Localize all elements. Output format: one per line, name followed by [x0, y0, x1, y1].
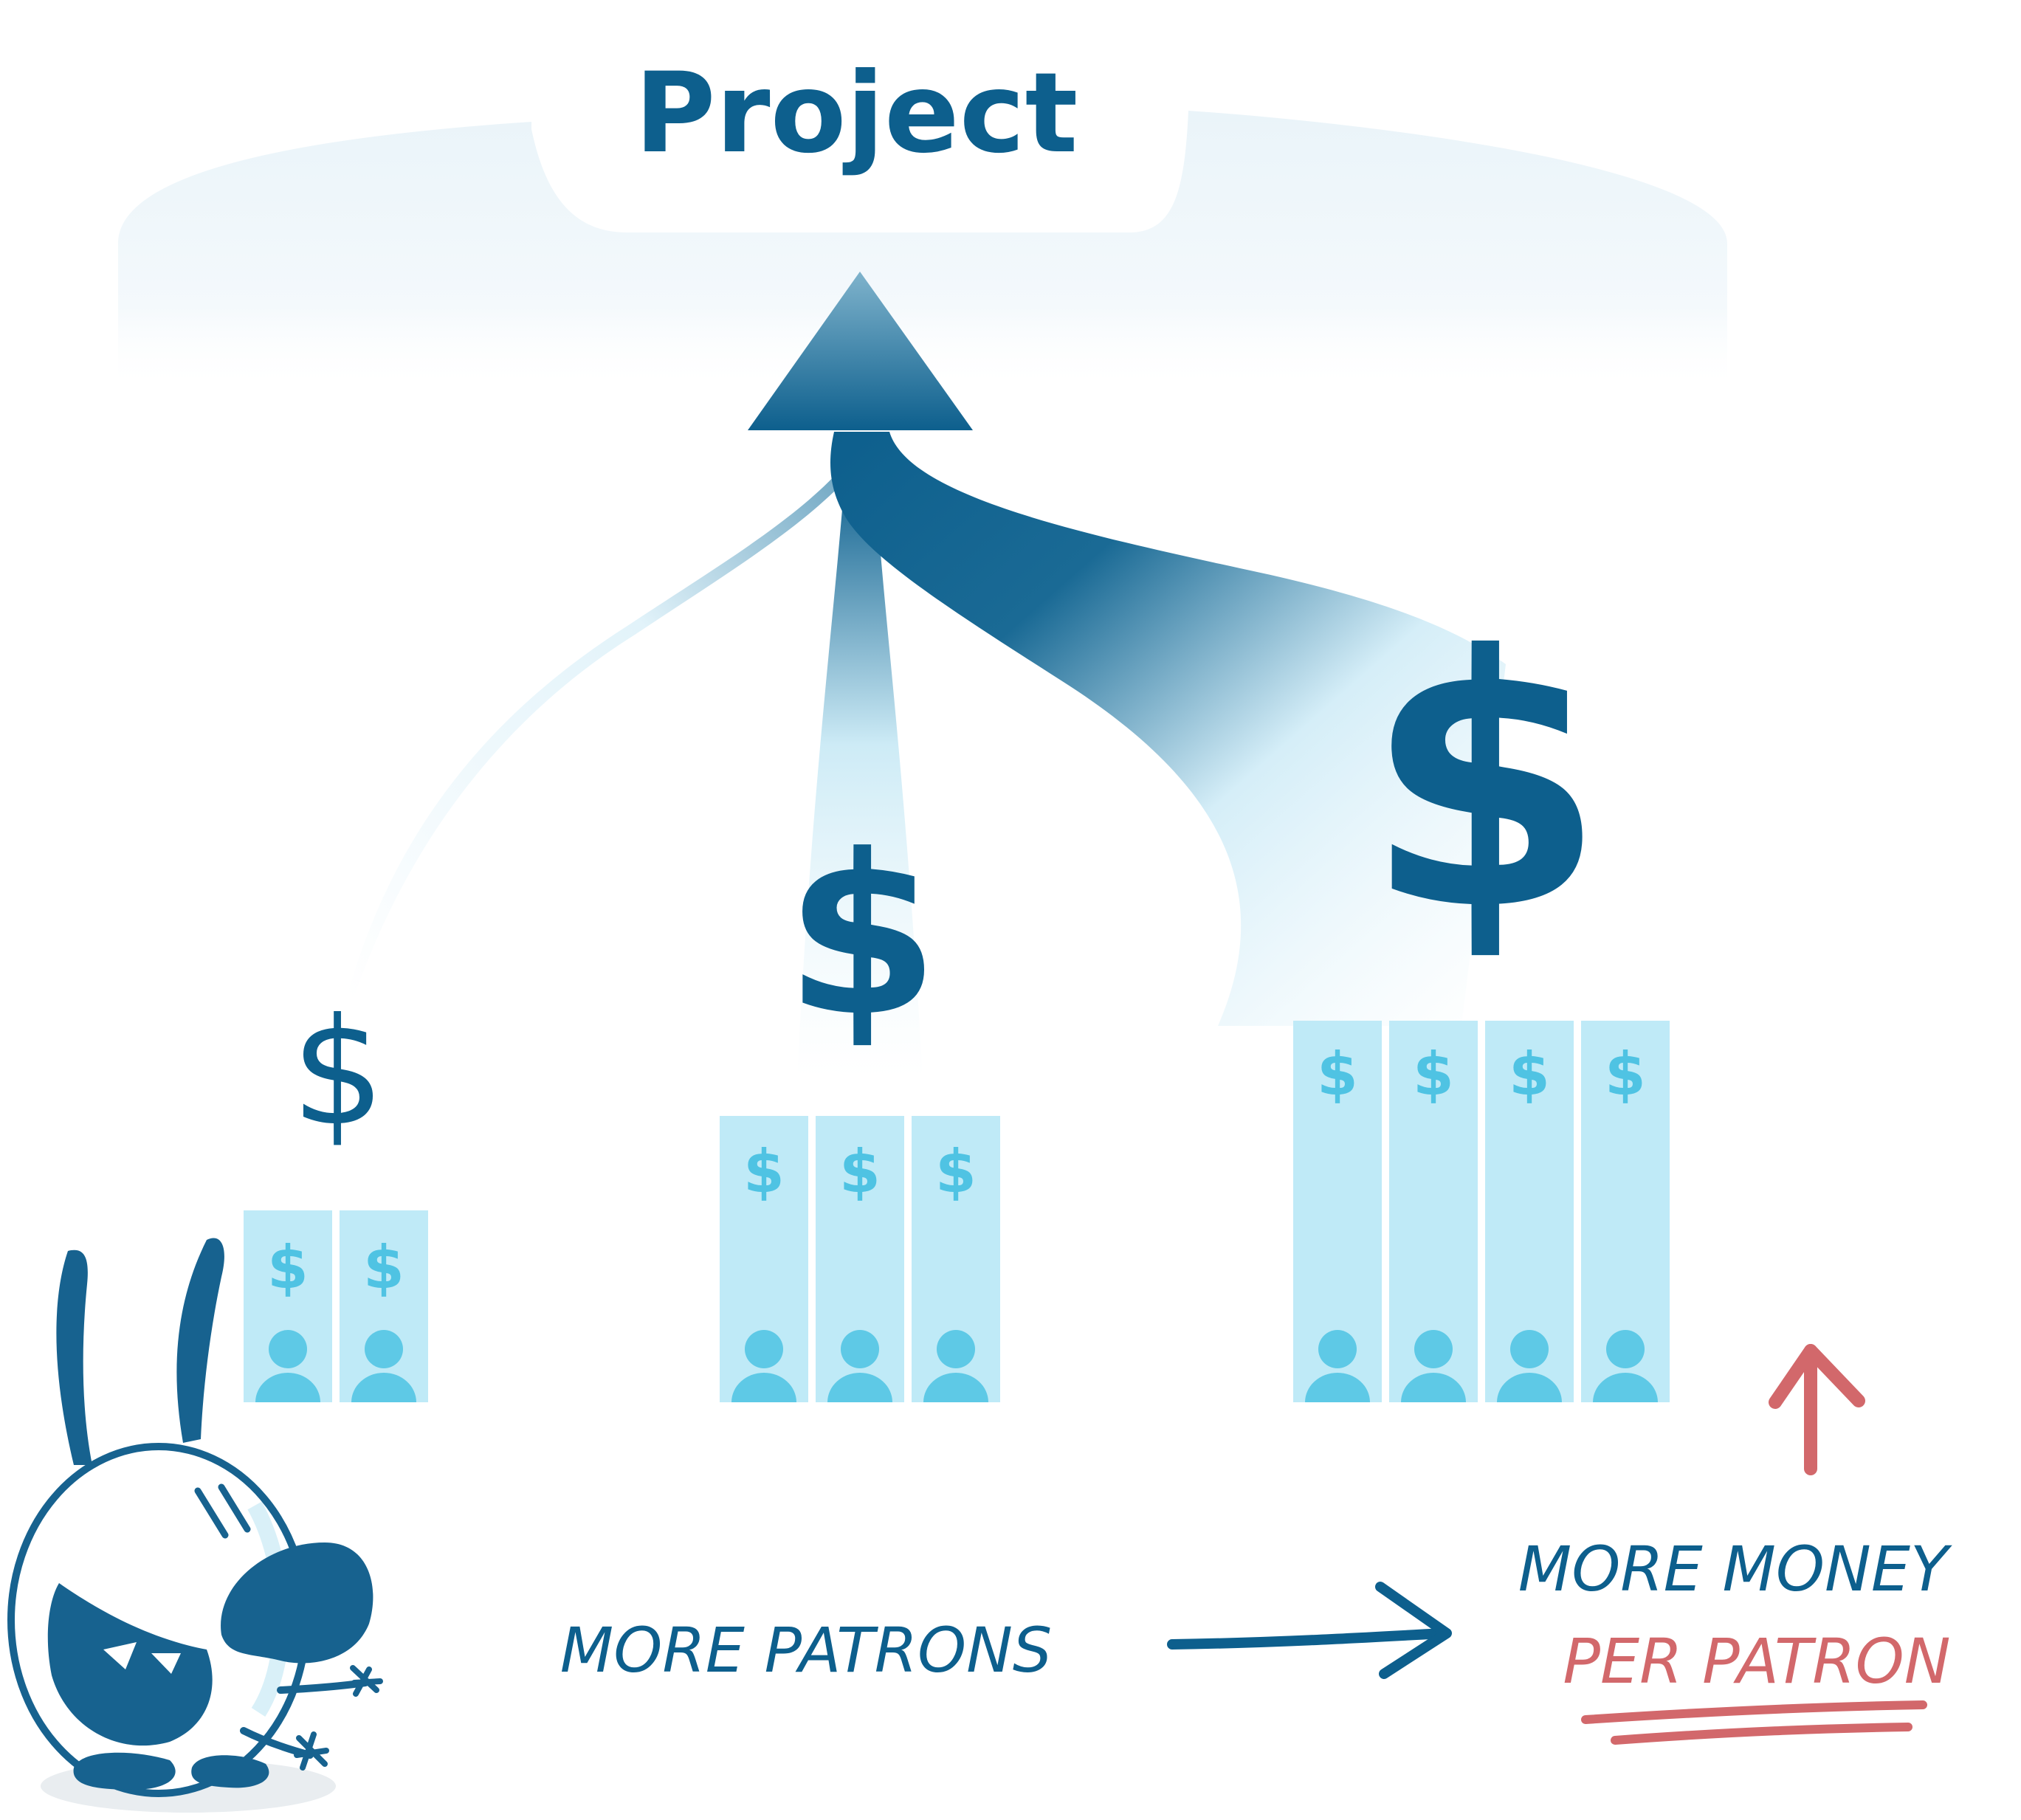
- card-dollar-icon: $: [363, 1233, 404, 1302]
- patron-card: $: [244, 1210, 332, 1402]
- person-icon: [745, 1330, 783, 1368]
- patron-card: $: [1581, 1021, 1670, 1402]
- money-stream-medium: [797, 472, 923, 1078]
- patron-card: $: [340, 1210, 428, 1402]
- patron-group-level-2: $ $ $: [720, 1116, 1000, 1402]
- patron-card: $: [1485, 1021, 1574, 1402]
- person-icon: [1606, 1330, 1645, 1368]
- patron-card: $: [912, 1116, 1000, 1402]
- card-dollar-icon: $: [743, 1137, 785, 1206]
- page-title: Project: [635, 49, 1078, 178]
- label-per-patron: PER PATRON: [1563, 1625, 1950, 1697]
- card-dollar-icon: $: [267, 1233, 309, 1302]
- mascot-nose: [221, 1542, 373, 1664]
- person-icon: [269, 1330, 307, 1368]
- patron-group-level-3: $ $ $ $: [1293, 1021, 1670, 1402]
- card-dollar-icon: $: [1317, 1040, 1358, 1109]
- mascot-ear-right: [176, 1238, 224, 1443]
- person-icon: [1510, 1330, 1549, 1368]
- money-stream-small: [347, 472, 847, 996]
- red-arrow-up-icon: [1769, 1344, 1865, 1475]
- person-icon: [1318, 1330, 1357, 1368]
- patron-card: $: [1389, 1021, 1478, 1402]
- patron-group-level-1: $ $: [244, 1210, 428, 1402]
- person-icon: [365, 1330, 403, 1368]
- label-more-patrons: MORE PATRONS: [560, 1614, 1053, 1686]
- dollar-icon-level-2: $: [785, 807, 940, 1065]
- arrow-right-icon: [1167, 1582, 1452, 1679]
- card-dollar-icon: $: [839, 1137, 881, 1206]
- header-band: [118, 111, 1727, 391]
- patron-card: $: [816, 1116, 904, 1402]
- label-more-money: MORE MONEY: [1518, 1533, 1952, 1605]
- patron-card: $: [1293, 1021, 1382, 1402]
- mascot-foot-right: [191, 1755, 269, 1788]
- underline-scribble: [1581, 1700, 1927, 1745]
- person-icon: [1414, 1330, 1453, 1368]
- mascot-character: [7, 1238, 383, 1813]
- mascot-mouth: [47, 1583, 213, 1746]
- dollar-icon-level-1: $: [291, 987, 385, 1159]
- card-dollar-icon: $: [1413, 1040, 1454, 1109]
- person-icon: [937, 1330, 975, 1368]
- card-dollar-icon: $: [1605, 1040, 1646, 1109]
- patron-card: $: [720, 1116, 808, 1402]
- mascot-ear-left: [56, 1249, 92, 1465]
- card-dollar-icon: $: [935, 1137, 977, 1206]
- card-dollar-icon: $: [1509, 1040, 1550, 1109]
- mascot-foot-left: [73, 1752, 176, 1790]
- money-stream-large: [830, 432, 1506, 1026]
- person-icon: [841, 1330, 879, 1368]
- dollar-icon-level-3: $: [1364, 582, 1605, 986]
- arrow-up-icon: [748, 272, 973, 430]
